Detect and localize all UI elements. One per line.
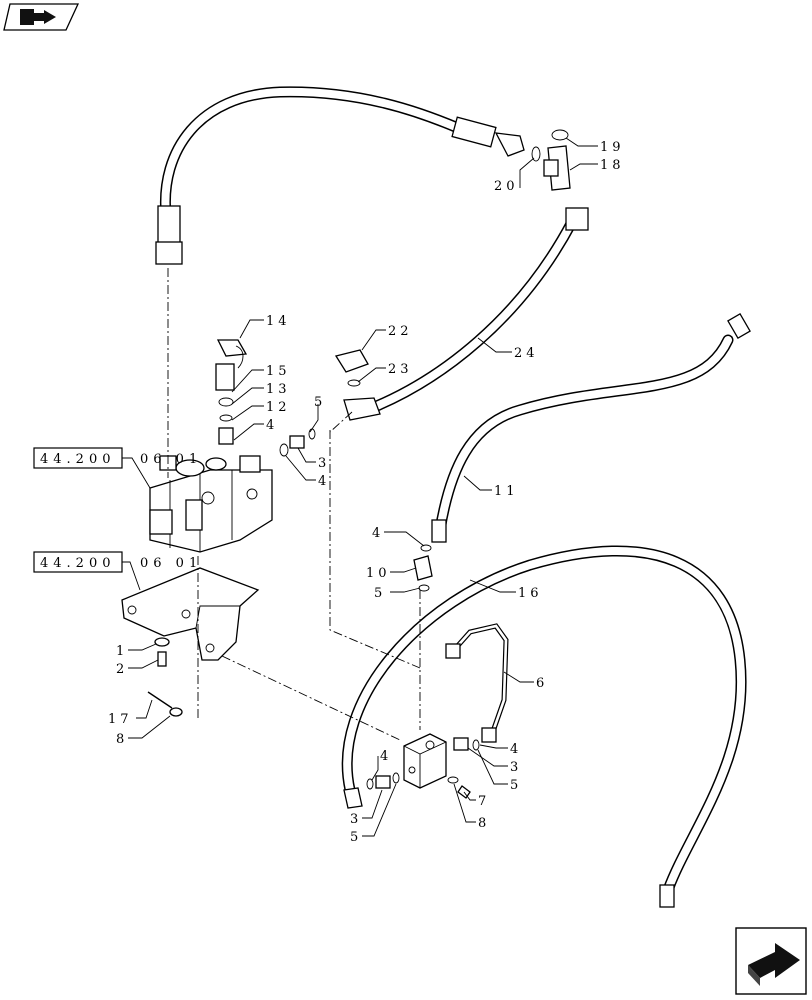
reference-44-200-b[interactable]: 44.200 06 01 <box>33 551 202 591</box>
ref-box-text: 44.200 <box>40 452 116 467</box>
callout-4: 4 <box>380 749 392 764</box>
fasteners <box>147 637 183 717</box>
callout-12: 12 <box>266 400 291 415</box>
callout-10: 10 <box>366 566 391 581</box>
next-page-arrow-icon[interactable] <box>735 927 807 995</box>
callout-14: 14 <box>266 314 291 329</box>
callout-22: 22 <box>388 324 413 339</box>
callout-8: 8 <box>116 732 128 747</box>
callout-5: 5 <box>314 395 326 410</box>
callout-4: 4 <box>318 474 330 489</box>
ref-box-text: 44.200 <box>40 556 116 571</box>
callout-7: 7 <box>478 794 490 809</box>
rigid-tube-6 <box>445 623 509 743</box>
callout-2: 2 <box>116 662 128 677</box>
callout-labels: 19 18 20 14 15 13 12 4 22 23 24 5 3 4 11… <box>108 140 625 845</box>
callout-20: 20 <box>494 179 519 194</box>
tee-fitting <box>531 129 571 191</box>
book-arrow-icon[interactable] <box>3 3 80 31</box>
hose-11 <box>431 312 751 543</box>
callout-leaders <box>128 137 598 837</box>
callout-3: 3 <box>318 456 330 471</box>
valve-fitting <box>279 428 316 457</box>
callout-23: 23 <box>388 362 413 377</box>
callout-13: 13 <box>266 382 291 397</box>
callout-1: 1 <box>116 644 128 659</box>
callout-5: 5 <box>374 586 386 601</box>
mounting-bracket <box>121 567 260 661</box>
callout-24: 24 <box>514 346 539 361</box>
elbow-fitting-22 <box>334 349 369 387</box>
callout-16: 16 <box>518 586 543 601</box>
callout-6: 6 <box>536 676 548 691</box>
centerlines <box>167 268 421 741</box>
callout-3: 3 <box>510 760 522 775</box>
callout-5: 5 <box>510 778 522 793</box>
callout-15: 15 <box>266 364 291 379</box>
callout-4: 4 <box>266 418 278 433</box>
callout-3: 3 <box>350 812 362 827</box>
callout-19: 19 <box>600 140 625 155</box>
reference-44-200-a[interactable]: 44.200 06 01 <box>33 447 202 489</box>
ref-suffix-text: 06 01 <box>140 452 202 467</box>
manifold-fittings <box>366 544 480 799</box>
hose-16 <box>341 545 747 908</box>
callout-4: 4 <box>510 742 522 757</box>
hose-assembly-top <box>155 86 525 265</box>
callout-11: 11 <box>494 484 519 499</box>
hose-24 <box>343 207 589 421</box>
callout-18: 18 <box>600 158 625 173</box>
manifold-block <box>403 733 447 789</box>
ref-suffix-text: 06 01 <box>140 556 202 571</box>
callout-8: 8 <box>478 816 490 831</box>
callout-5: 5 <box>350 830 362 845</box>
callout-4: 4 <box>372 526 384 541</box>
callout-17: 17 <box>108 712 133 727</box>
control-valve <box>149 455 273 553</box>
pressure-switch <box>215 339 248 445</box>
